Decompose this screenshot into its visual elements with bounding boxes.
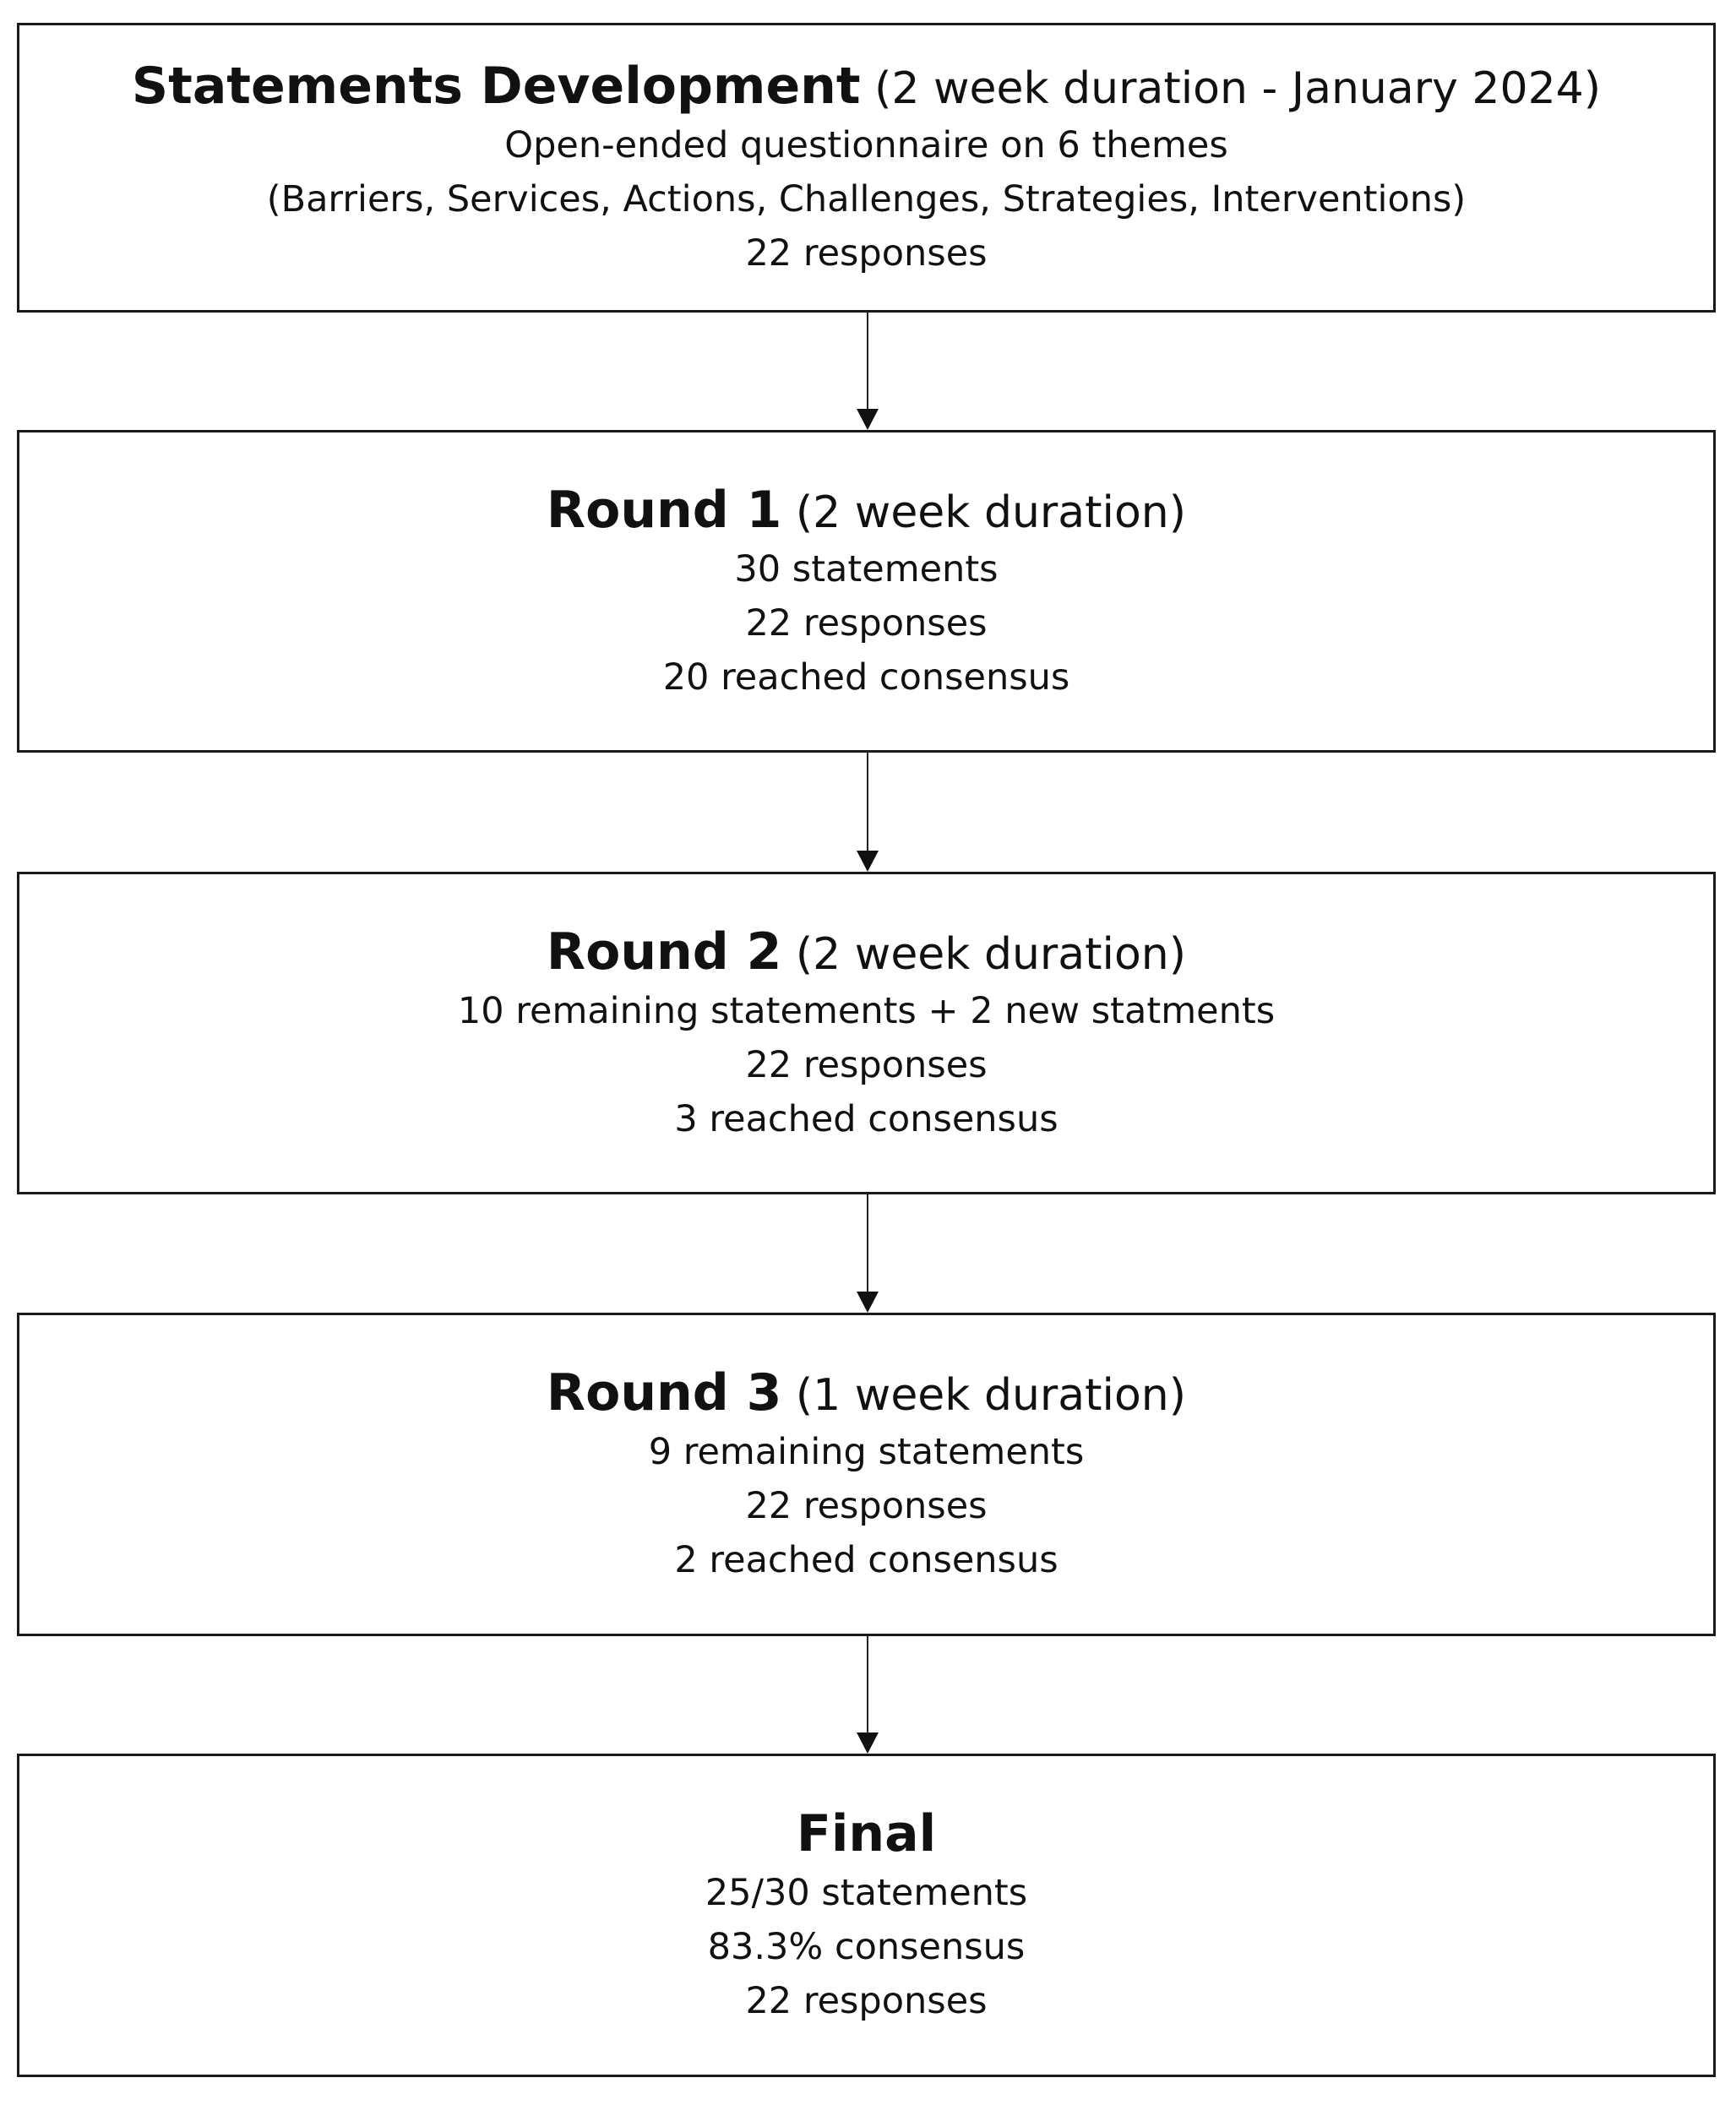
box-line: Open-ended questionnaire on 6 themes	[504, 124, 1228, 166]
round-1-box: Round 1 (2 week duration) 30 statements …	[17, 430, 1716, 753]
arrow-2	[857, 753, 879, 872]
box-line: 22 responses	[745, 1980, 988, 2022]
round-3-box: Round 3 (1 week duration) 9 remaining st…	[17, 1313, 1716, 1636]
box-line: 10 remaining statements + 2 new statment…	[457, 989, 1276, 1032]
box-heading: Round 2 (2 week duration)	[547, 921, 1186, 984]
box-heading: Final	[797, 1803, 936, 1866]
box-line: 9 remaining statements	[648, 1431, 1085, 1473]
final-box: Final 25/30 statements 83.3% consensus 2…	[17, 1754, 1716, 2077]
box-title: Round 1	[546, 480, 782, 540]
arrow-3	[857, 1194, 879, 1313]
box-line: 22 responses	[745, 232, 988, 275]
box-subtitle: (2 week duration - January 2024)	[860, 63, 1602, 114]
arrow-4	[857, 1636, 879, 1754]
box-line: 22 responses	[745, 1043, 988, 1086]
round-2-box: Round 2 (2 week duration) 10 remaining s…	[17, 872, 1716, 1194]
arrow-1	[857, 313, 879, 430]
box-heading: Statements Development (2 week duration …	[132, 55, 1601, 118]
box-title: Round 3	[546, 1363, 782, 1422]
box-line: 83.3% consensus	[707, 1926, 1026, 1968]
statements-development-box: Statements Development (2 week duration …	[17, 23, 1716, 313]
box-line: 2 reached consensus	[674, 1539, 1058, 1581]
box-line: 22 responses	[745, 601, 988, 645]
box-heading: Round 1 (2 week duration)	[547, 479, 1186, 542]
box-heading: Round 3 (1 week duration)	[547, 1362, 1186, 1425]
box-subtitle: (2 week duration)	[781, 928, 1187, 980]
box-title: Statements Development	[131, 57, 861, 116]
box-subtitle: (1 week duration)	[781, 1370, 1187, 1421]
box-line: 22 responses	[745, 1485, 988, 1527]
box-line: 3 reached consensus	[674, 1097, 1058, 1140]
box-subtitle: (2 week duration)	[781, 487, 1187, 538]
box-line: (Barriers, Services, Actions, Challenges…	[266, 178, 1467, 220]
box-line: 30 statements	[734, 547, 999, 590]
box-line: 25/30 statements	[705, 1872, 1028, 1914]
box-title: Final	[796, 1804, 937, 1863]
box-title: Round 2	[546, 922, 782, 982]
box-line: 20 reached consensus	[662, 655, 1070, 699]
